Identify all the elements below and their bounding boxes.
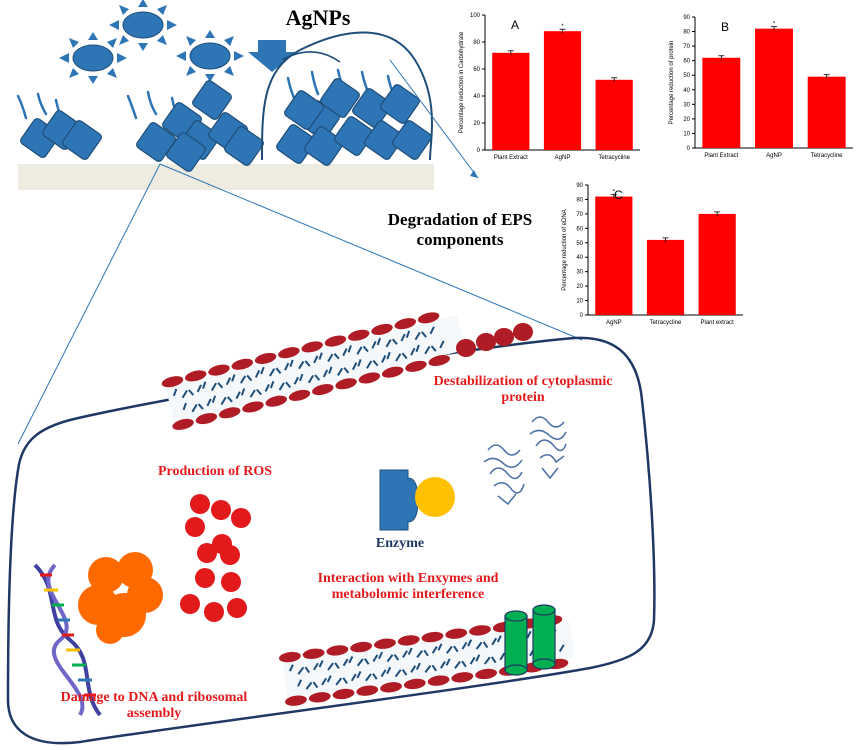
y-tick-label: 90	[576, 183, 583, 189]
y-tick-label: 90	[683, 15, 690, 21]
y-tick-label: 100	[470, 13, 481, 19]
y-tick-label: 40	[683, 88, 690, 94]
x-tick-label: Tetracycline	[598, 155, 630, 161]
substrate	[18, 164, 434, 190]
protein-structure-icon	[483, 416, 567, 506]
y-axis-label: Percentage reduction of protein	[669, 41, 675, 125]
enzyme-icon	[379, 469, 455, 531]
bar	[755, 28, 793, 149]
interaction-label: Interaction with Enxymes and metabolomic…	[317, 571, 499, 603]
silver-nanoparticle-icon	[58, 31, 128, 85]
y-tick-label: 60	[683, 59, 690, 65]
y-tick-label: 0	[477, 148, 481, 154]
y-tick-label: 40	[473, 94, 480, 100]
y-tick-label: 30	[683, 102, 690, 108]
y-axis-label: Percentage reduction of eDNA	[562, 209, 568, 290]
y-tick-label: 50	[576, 241, 583, 247]
degradation-label: Degradation of EPS components	[387, 210, 533, 249]
significance-marker: *	[613, 190, 616, 196]
y-tick-label: 10	[576, 299, 583, 305]
y-tick-label: 60	[576, 226, 583, 232]
significance-marker: *	[773, 22, 776, 28]
y-tick-label: 20	[473, 121, 480, 127]
significance-marker: *	[561, 24, 564, 30]
biofilm-icon	[134, 78, 266, 174]
channel-protein-icon	[504, 604, 556, 676]
panel-letter: A	[511, 18, 519, 32]
bar	[698, 213, 736, 315]
x-tick-label: AgNP	[555, 155, 571, 161]
agnps-label: AgNPs	[285, 5, 351, 30]
y-axis-label: Percentage reduction in Carbohydrate	[459, 31, 465, 133]
ros-label: Production of ROS	[157, 464, 273, 479]
y-tick-label: 60	[473, 67, 480, 73]
damage-label: Damage to DNA and ribosomal assembly	[60, 690, 248, 722]
bar	[702, 57, 741, 148]
bar	[807, 76, 846, 148]
y-tick-label: 70	[683, 44, 690, 50]
y-tick-label: 80	[576, 197, 583, 203]
silver-nanoparticle-icon	[108, 0, 178, 52]
y-tick-label: 50	[683, 73, 690, 79]
bar	[646, 239, 685, 315]
y-tick-label: 10	[683, 131, 690, 137]
bacterial-cell-outline	[6, 336, 656, 745]
silver-nanoparticle-icon	[175, 29, 245, 83]
y-tick-label: 20	[683, 117, 690, 123]
x-tick-label: Plant Extract	[494, 155, 528, 161]
ros-droplet-icon	[180, 494, 251, 622]
enzyme-label: Enzyme	[375, 536, 425, 551]
bar	[595, 79, 633, 150]
bar	[595, 196, 633, 315]
x-tick-label: Plant extract	[700, 320, 734, 326]
down-arrow-icon	[248, 40, 296, 72]
x-tick-label: AgNP	[606, 320, 622, 326]
y-tick-label: 70	[576, 212, 583, 218]
y-tick-label: 0	[687, 146, 691, 152]
biofilm-icon	[18, 108, 104, 162]
membrane-icon	[161, 312, 466, 430]
bar	[492, 52, 530, 150]
destabilization-label: Destabilization of cytoplasmic protein	[433, 374, 613, 406]
y-tick-label: 80	[683, 30, 690, 36]
y-tick-label: 20	[576, 284, 583, 290]
dna-helix-icon	[33, 563, 102, 717]
biofilm-icon	[261, 31, 434, 168]
y-tick-label: 30	[576, 270, 583, 276]
y-tick-label: 0	[580, 313, 584, 319]
bar	[543, 31, 582, 151]
y-tick-label: 80	[473, 40, 480, 46]
panel-letter: B	[721, 20, 729, 34]
y-tick-label: 40	[576, 255, 583, 261]
x-tick-label: AgNP	[766, 153, 782, 159]
x-tick-label: Tetracycline	[811, 153, 843, 159]
x-tick-label: Plant Extract	[704, 153, 738, 159]
x-tick-label: Tetracycline	[650, 320, 682, 326]
ribosome-icon	[78, 552, 163, 644]
bar-chart-c: 0 10 20 30 40 50 60 70 80 90 * AgNP Tetracycline Plan…	[562, 183, 743, 326]
panel-letter: C	[614, 188, 623, 202]
